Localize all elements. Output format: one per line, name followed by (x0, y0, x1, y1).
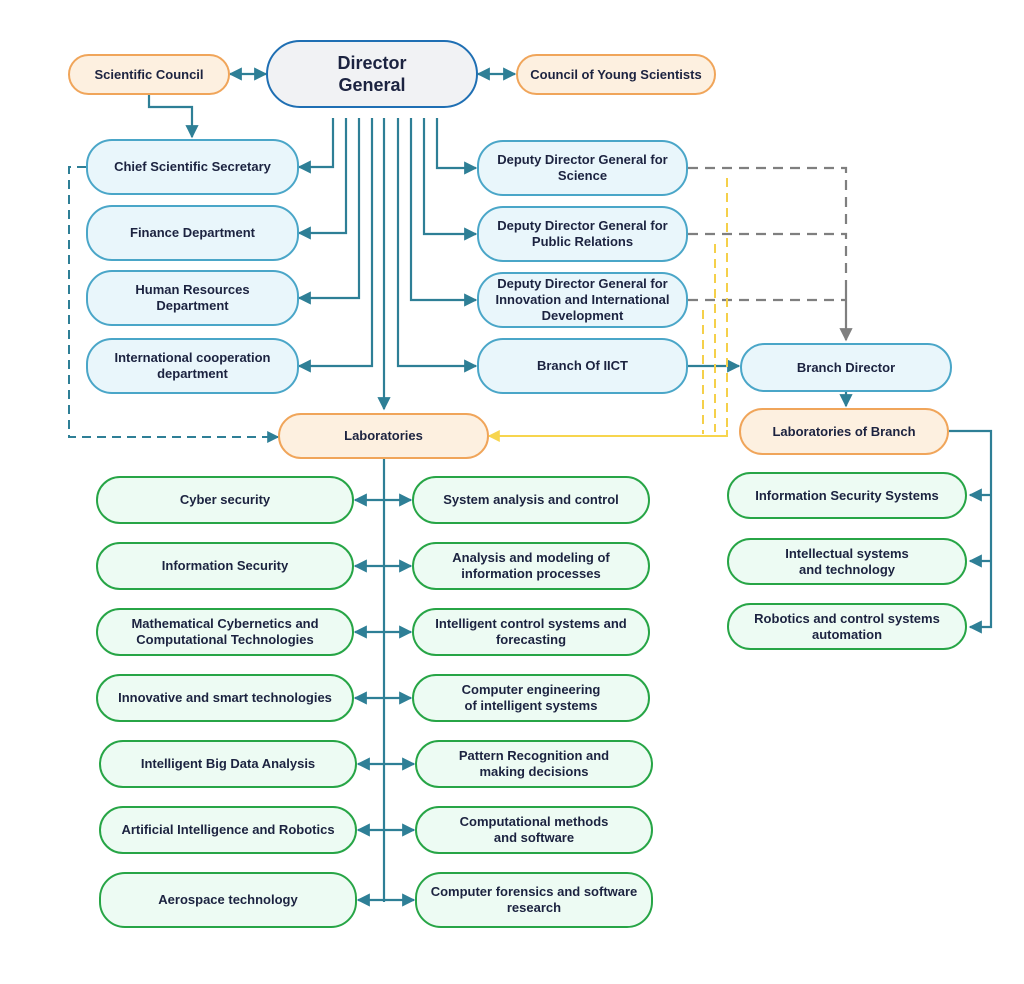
edge-dg-to-secretary (297, 118, 335, 174)
branch-iict-node[interactable]: Branch Of IICT (477, 338, 688, 394)
laboratories-node[interactable]: Laboratories (278, 413, 489, 459)
edge-dg-to-finance (297, 118, 348, 240)
chief-scientific-secretary-node[interactable]: Chief Scientific Secretary (86, 139, 299, 195)
lab-computational-methods-and-software[interactable]: Computational methods and software (415, 806, 653, 854)
international-cooperation-node[interactable]: International cooperation department (86, 338, 299, 394)
lab-intelligent-control-systems-and-forecasting[interactable]: Intelligent control systems and forecast… (412, 608, 650, 656)
edge-dg-to-dep-pr (422, 118, 478, 241)
lab-computer-engineering-of-intelligent-systems[interactable]: Computer engineering of intelligent syst… (412, 674, 650, 722)
lab-mathematical-cybernetics-and-computational-technologies[interactable]: Mathematical Cybernetics and Computation… (96, 608, 354, 656)
edge-dg-to-intl (297, 118, 374, 373)
deputy-public-relations-node[interactable]: Deputy Director General for Public Relat… (477, 206, 688, 262)
lab-system-analysis-and-control[interactable]: System analysis and control (412, 476, 650, 524)
branch-lab-robotics-and-control-systems-automation[interactable]: Robotics and control systems automation (727, 603, 967, 650)
lab-computer-forensics-and-software-research[interactable]: Computer forensics and software research (415, 872, 653, 928)
edge-dg-to-dep-science (435, 118, 478, 175)
laboratories-of-branch-node[interactable]: Laboratories of Branch (739, 408, 949, 455)
hr-department-node[interactable]: Human Resources Department (86, 270, 299, 326)
director-general-node[interactable]: Director General (266, 40, 478, 108)
edge-dep-pr-to-branch-dashed (688, 232, 848, 290)
lab-intelligent-big-data-analysis[interactable]: Intelligent Big Data Analysis (99, 740, 357, 788)
branch-lab-intellectual-systems-and-technology[interactable]: Intellectual systems and technology (727, 538, 967, 585)
branch-director-node[interactable]: Branch Director (740, 343, 952, 392)
edge-yellow-to-labs (487, 430, 728, 442)
lab-branch-connectors (353, 493, 416, 907)
edge-dg-to-dep-innov (409, 118, 478, 307)
edge-branch-labs-trunk (949, 429, 993, 634)
edge-dg-to-hr (297, 118, 361, 305)
lab-aerospace-technology[interactable]: Aerospace technology (99, 872, 357, 928)
lab-artificial-intelligence-and-robotics[interactable]: Artificial Intelligence and Robotics (99, 806, 357, 854)
edge-dg-to-branch-iict (396, 118, 478, 373)
council-young-scientists-node[interactable]: Council of Young Scientists (516, 54, 716, 95)
branch-lab-information-security-systems[interactable]: Information Security Systems (727, 472, 967, 519)
lab-information-security[interactable]: Information Security (96, 542, 354, 590)
deputy-science-node[interactable]: Deputy Director General for Science (477, 140, 688, 196)
lab-analysis-and-modeling-of-information-processes[interactable]: Analysis and modeling of information pro… (412, 542, 650, 590)
edge-dep-science-to-branch-dashed (688, 166, 848, 228)
deputy-innovation-node[interactable]: Deputy Director General for Innovation a… (477, 272, 688, 328)
finance-department-node[interactable]: Finance Department (86, 205, 299, 261)
lab-cyber-security[interactable]: Cyber security (96, 476, 354, 524)
edge-secretary-to-labs-dashed (68, 166, 280, 443)
lab-pattern-recognition-and-making-decisions[interactable]: Pattern Recognition and making decisions (415, 740, 653, 788)
lab-innovative-and-smart-technologies[interactable]: Innovative and smart technologies (96, 674, 354, 722)
scientific-council-node[interactable]: Scientific Council (68, 54, 230, 95)
edge-council-to-secretary (147, 95, 199, 139)
